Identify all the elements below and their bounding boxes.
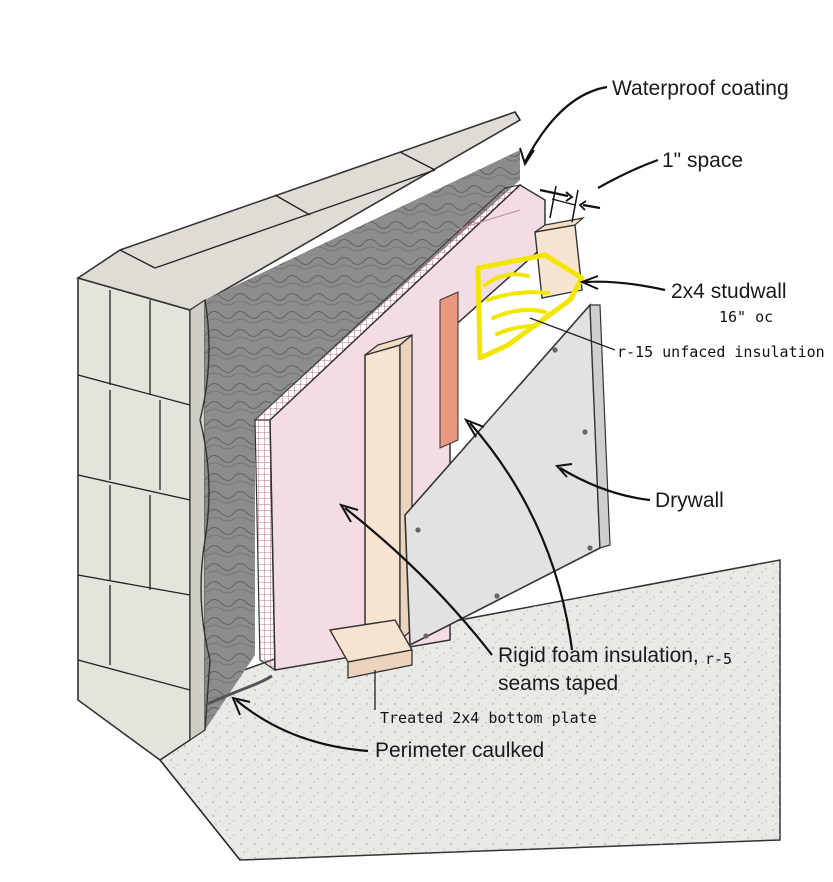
unfaced-leader [529,317,616,351]
label-rigid-r5: r-5 [705,650,732,668]
space-dimension-marker [539,185,601,223]
space-leader [597,158,659,189]
taped-seam [439,291,459,449]
concrete-block-wall [76,111,522,761]
insulation-highlight-scribble [475,252,585,361]
caulk-bead [204,674,273,707]
leader-lines [231,85,666,753]
label-perimeter-caulked: Perimeter caulked [375,739,544,762]
label-rigid-foam: Rigid foam insulation, [498,644,699,667]
label-2x4-studwall: 2x4 studwall [671,280,787,303]
drywall-leader [559,467,651,502]
stud-2x4 [364,333,413,651]
studwall-leader [584,280,666,292]
waterproof-coating-layer [199,150,520,731]
perimeter-leader [235,699,369,753]
label-1in-space: 1" space [662,149,743,172]
waterproof-leader [524,85,608,163]
label-bottom-plate: Treated 2x4 bottom plate [380,709,597,727]
label-r15-unfaced: r-15 unfaced insulation [617,343,825,361]
label-waterproof-coating: Waterproof coating [612,77,789,100]
label-drywall: Drywall [655,489,724,512]
label-seams-taped: seams taped [498,672,618,695]
seam-leader [469,422,574,651]
rigid-leader [344,507,493,656]
bottom-plate [328,619,414,679]
label-16in-oc: 16" oc [719,308,773,326]
